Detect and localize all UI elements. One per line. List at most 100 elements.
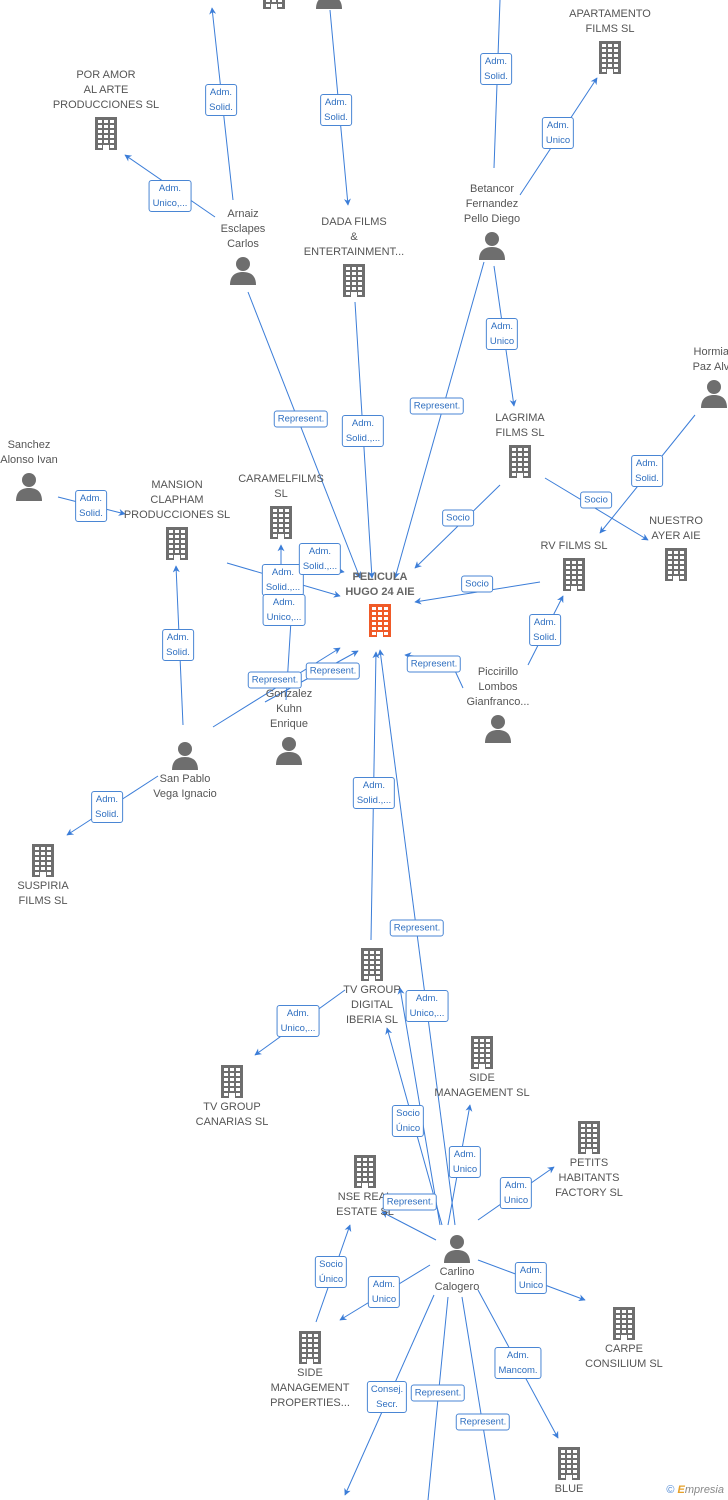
relation-label[interactable]: Socio: [442, 509, 474, 527]
relation-label[interactable]: Adm.Unico: [485, 318, 519, 350]
person-icon[interactable]: [699, 378, 728, 408]
relation-label[interactable]: Represent.: [305, 662, 361, 680]
building-icon[interactable]: [555, 1446, 583, 1480]
relation-label[interactable]: Represent.: [406, 655, 462, 673]
relation-label[interactable]: Represent.: [410, 1384, 466, 1402]
company-node-label[interactable]: BLUE: [499, 1482, 639, 1497]
relation-label[interactable]: Adm.Solid.: [75, 490, 107, 522]
company-node-label[interactable]: RV FILMS SL: [504, 539, 644, 554]
building-icon[interactable]: [358, 947, 386, 981]
building-icon[interactable]: [29, 843, 57, 877]
relation-label[interactable]: Adm.Solid.: [162, 629, 194, 661]
relation-label[interactable]: Adm.Unico,...: [262, 594, 306, 626]
relation-label[interactable]: Represent.: [273, 410, 329, 428]
building-icon[interactable]: [296, 1330, 324, 1364]
relation-label[interactable]: Adm.Unico: [448, 1146, 482, 1178]
relation-label[interactable]: Adm.Unico,...: [405, 990, 449, 1022]
building-icon[interactable]: [351, 1154, 379, 1188]
building-icon[interactable]: [610, 1306, 638, 1340]
relation-label[interactable]: Adm.Solid.,...: [352, 777, 396, 809]
person-icon[interactable]: [228, 255, 258, 285]
building-icon[interactable]: [596, 40, 624, 74]
relation-label[interactable]: Adm.Solid.: [480, 53, 512, 85]
relation-label-line: Adm.: [415, 993, 439, 1004]
building-icon[interactable]: [163, 526, 191, 560]
copyright-symbol: ©: [666, 1484, 675, 1496]
person-icon[interactable]: [170, 740, 200, 770]
building-icon[interactable]: [506, 444, 534, 478]
relation-label[interactable]: Adm.Unico,...: [148, 180, 192, 212]
relation-label[interactable]: Adm.Solid.: [320, 94, 352, 126]
relation-label[interactable]: Adm.Unico: [514, 1262, 548, 1294]
person-icon[interactable]: [14, 471, 44, 501]
company-node-label[interactable]: DADA FILMS&ENTERTAINMENT...: [284, 215, 424, 260]
building-icon[interactable]: [560, 557, 588, 591]
brand-logo[interactable]: Empresia: [677, 1484, 724, 1496]
building-icon[interactable]: [575, 1120, 603, 1154]
relation-label[interactable]: Socio: [461, 575, 493, 593]
building-icon[interactable]: [218, 1064, 246, 1098]
relation-label[interactable]: Adm.Mancom.: [494, 1347, 542, 1379]
building-icon[interactable]: [366, 603, 394, 637]
building-icon[interactable]: [92, 116, 120, 150]
relation-label[interactable]: Represent.: [382, 1193, 438, 1211]
person-icon[interactable]: [477, 230, 507, 260]
relation-label[interactable]: Represent.: [409, 397, 465, 415]
relation-label[interactable]: Adm.Unico: [541, 117, 575, 149]
person-icon[interactable]: [442, 1233, 472, 1263]
relation-label[interactable]: Adm.Solid.,...: [341, 415, 385, 447]
relation-label[interactable]: Adm.Solid.: [529, 614, 561, 646]
building-icon[interactable]: [468, 1035, 496, 1069]
relation-label[interactable]: Adm.Unico: [367, 1276, 401, 1308]
relation-label[interactable]: Adm.Solid.: [631, 455, 663, 487]
person-icon[interactable]: [483, 713, 513, 743]
relation-label[interactable]: Adm.Unico: [499, 1177, 533, 1209]
person-node-label[interactable]: HormiasPaz Alva: [644, 345, 728, 375]
relation-label[interactable]: Adm.Solid.,...: [298, 543, 342, 575]
building-icon[interactable]: [260, 0, 288, 9]
relation-label[interactable]: Represent.: [455, 1413, 511, 1431]
relation-label[interactable]: Adm.Solid.: [91, 791, 123, 823]
relation-label-line: Represent.: [413, 400, 461, 412]
relation-label[interactable]: Adm.Solid.,...: [261, 564, 305, 596]
node-label-line: AL ARTE: [83, 84, 129, 96]
building-icon[interactable]: [662, 547, 690, 581]
relation-label[interactable]: Consej.Secr.: [366, 1381, 408, 1413]
relation-label-line: Solid.,...: [265, 582, 301, 593]
person-icon[interactable]: [274, 735, 304, 765]
node-label-line: Gianfranco...: [466, 696, 530, 708]
relation-label[interactable]: Represent.: [389, 919, 445, 937]
person-icon[interactable]: [314, 0, 344, 9]
relation-label[interactable]: Represent.: [247, 671, 303, 689]
relation-label[interactable]: Socio: [580, 491, 612, 509]
relation-label[interactable]: Adm.Unico,...: [276, 1005, 320, 1037]
relation-label[interactable]: Adm.Solid.: [205, 84, 237, 116]
building-icon[interactable]: [267, 505, 295, 539]
relation-label-line: Socio: [446, 512, 470, 524]
building-icon[interactable]: [340, 263, 368, 297]
